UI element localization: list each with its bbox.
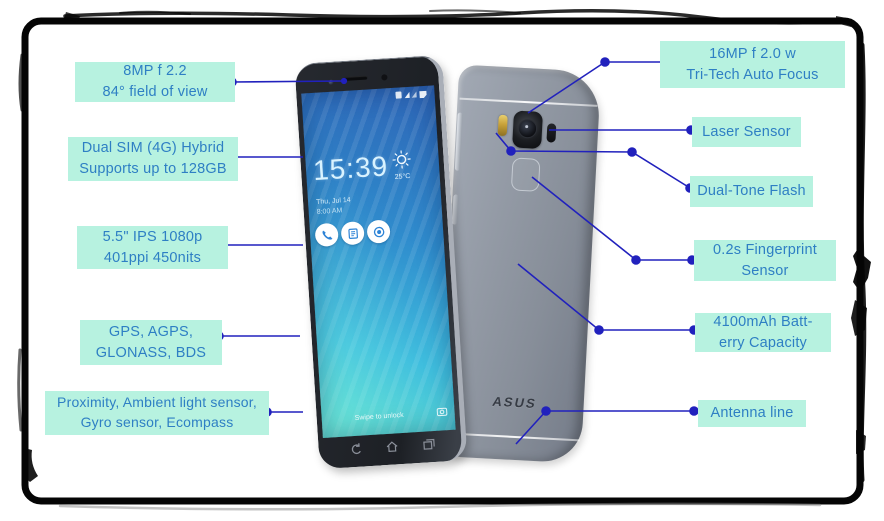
- label-laser: Laser Sensor: [692, 117, 801, 147]
- dual-tone-flash: [497, 114, 508, 137]
- phone-front-view: 15:39 25°C Thu, Jul 14 8:00 AM: [294, 54, 468, 470]
- label-sensors: Proximity, Ambient light sensor, Gyro se…: [45, 391, 269, 435]
- label-sim: Dual SIM (4G) Hybrid Supports up to 128G…: [68, 137, 238, 181]
- label-antenna: Antenna line: [698, 400, 806, 427]
- label-front-camera: 8MP f 2.2 84° field of view: [75, 62, 235, 102]
- lockscreen-shortcuts: [314, 219, 391, 248]
- home-nav-icon: [387, 441, 398, 452]
- callout-line-gps: [214, 331, 300, 341]
- label-flash: Dual-Tone Flash: [690, 176, 813, 207]
- antenna-line-top: [459, 97, 598, 107]
- rear-camera-lens: [512, 110, 543, 149]
- label-rear-camera: 16MP f 2.0 w Tri-Tech Auto Focus: [660, 41, 845, 88]
- power-button: [451, 194, 459, 225]
- callout-line-sim: [227, 152, 303, 162]
- proximity-sensor-dot: [381, 74, 388, 81]
- label-display: 5.5" IPS 1080p 401ppi 450nits: [77, 226, 228, 269]
- back-nav-icon: [351, 443, 361, 455]
- camera-shortcut-icon: [366, 219, 391, 244]
- fingerprint-sensor: [510, 157, 541, 192]
- recents-nav-icon: [423, 438, 435, 450]
- clock-time: 15:39: [312, 150, 390, 187]
- front-camera-icon: [328, 79, 334, 85]
- lock-screen: 15:39 25°C Thu, Jul 14 8:00 AM: [301, 85, 456, 438]
- callout-line-sensors: [262, 407, 303, 417]
- label-gps: GPS, AGPS, GLONASS, BDS: [80, 320, 222, 365]
- swipe-to-unlock-hint: Swipe to unlock: [354, 411, 404, 422]
- asus-logo: ASUS: [491, 393, 539, 411]
- volume-button: [454, 112, 463, 171]
- earpiece-speaker: [343, 75, 368, 81]
- label-battery: 4100mAh Batt- erry Capacity: [695, 313, 831, 352]
- label-fingerprint: 0.2s Fingerprint Sensor: [694, 240, 836, 281]
- weather-temperature: 25°C: [394, 172, 411, 181]
- status-bar-icons: [395, 90, 427, 99]
- laser-sensor: [546, 123, 557, 143]
- weather-sun-icon: [392, 150, 411, 169]
- lockscreen-camera-icon: [436, 407, 448, 417]
- phone-shortcut-icon: [314, 222, 339, 248]
- lockscreen-alarm: 8:00 AM: [316, 207, 343, 216]
- lockscreen-date: Thu, Jul 14: [315, 196, 351, 206]
- message-shortcut-icon: [340, 221, 365, 246]
- camera-lens-glass: [517, 118, 538, 139]
